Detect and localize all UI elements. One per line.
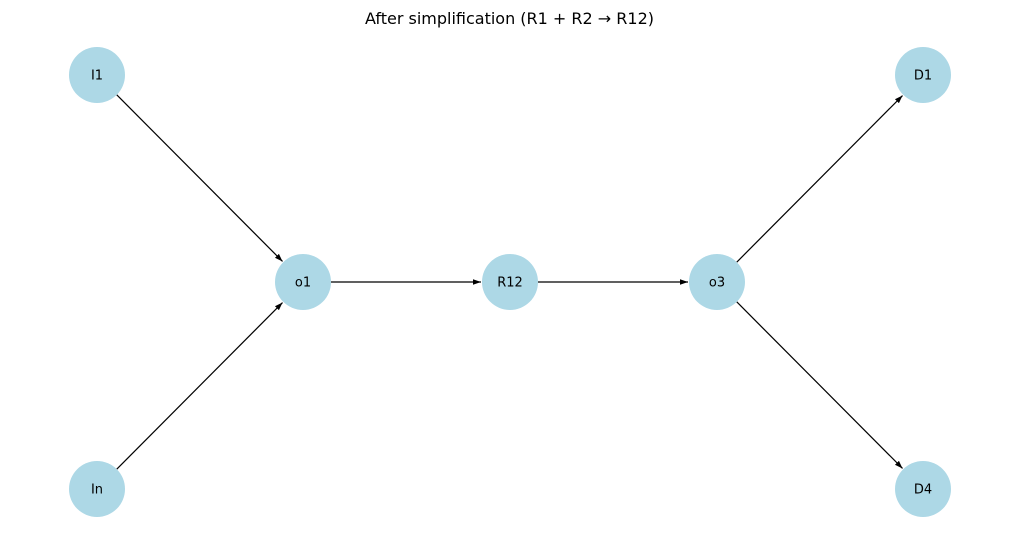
diagram-title: After simplification (R1 + R2 → R12) bbox=[365, 9, 654, 28]
node-label-o1: o1 bbox=[295, 276, 311, 291]
node-circle-o1 bbox=[275, 254, 331, 310]
node-o1: o1 bbox=[275, 254, 331, 310]
node-label-R12: R12 bbox=[497, 276, 523, 291]
node-circle-o3 bbox=[689, 254, 745, 310]
node-o3: o3 bbox=[689, 254, 745, 310]
node-circle-D4 bbox=[895, 461, 951, 517]
node-D4: D4 bbox=[895, 461, 951, 517]
edge-o3-to-D4 bbox=[736, 301, 903, 469]
node-I1: I1 bbox=[69, 47, 125, 103]
node-label-D1: D1 bbox=[914, 69, 932, 84]
node-circle-D1 bbox=[895, 47, 951, 103]
node-label-D4: D4 bbox=[914, 483, 932, 498]
node-label-o3: o3 bbox=[709, 276, 725, 291]
node-In: In bbox=[69, 461, 125, 517]
node-R12: R12 bbox=[482, 254, 538, 310]
edges-layer bbox=[116, 94, 903, 470]
node-circle-In bbox=[69, 461, 125, 517]
edge-In-to-o1 bbox=[116, 302, 283, 470]
edge-I1-to-o1 bbox=[116, 94, 283, 262]
node-label-I1: I1 bbox=[91, 69, 103, 84]
node-circle-I1 bbox=[69, 47, 125, 103]
node-D1: D1 bbox=[895, 47, 951, 103]
edge-o3-to-D1 bbox=[736, 95, 903, 263]
node-circle-R12 bbox=[482, 254, 538, 310]
node-label-In: In bbox=[91, 483, 103, 498]
